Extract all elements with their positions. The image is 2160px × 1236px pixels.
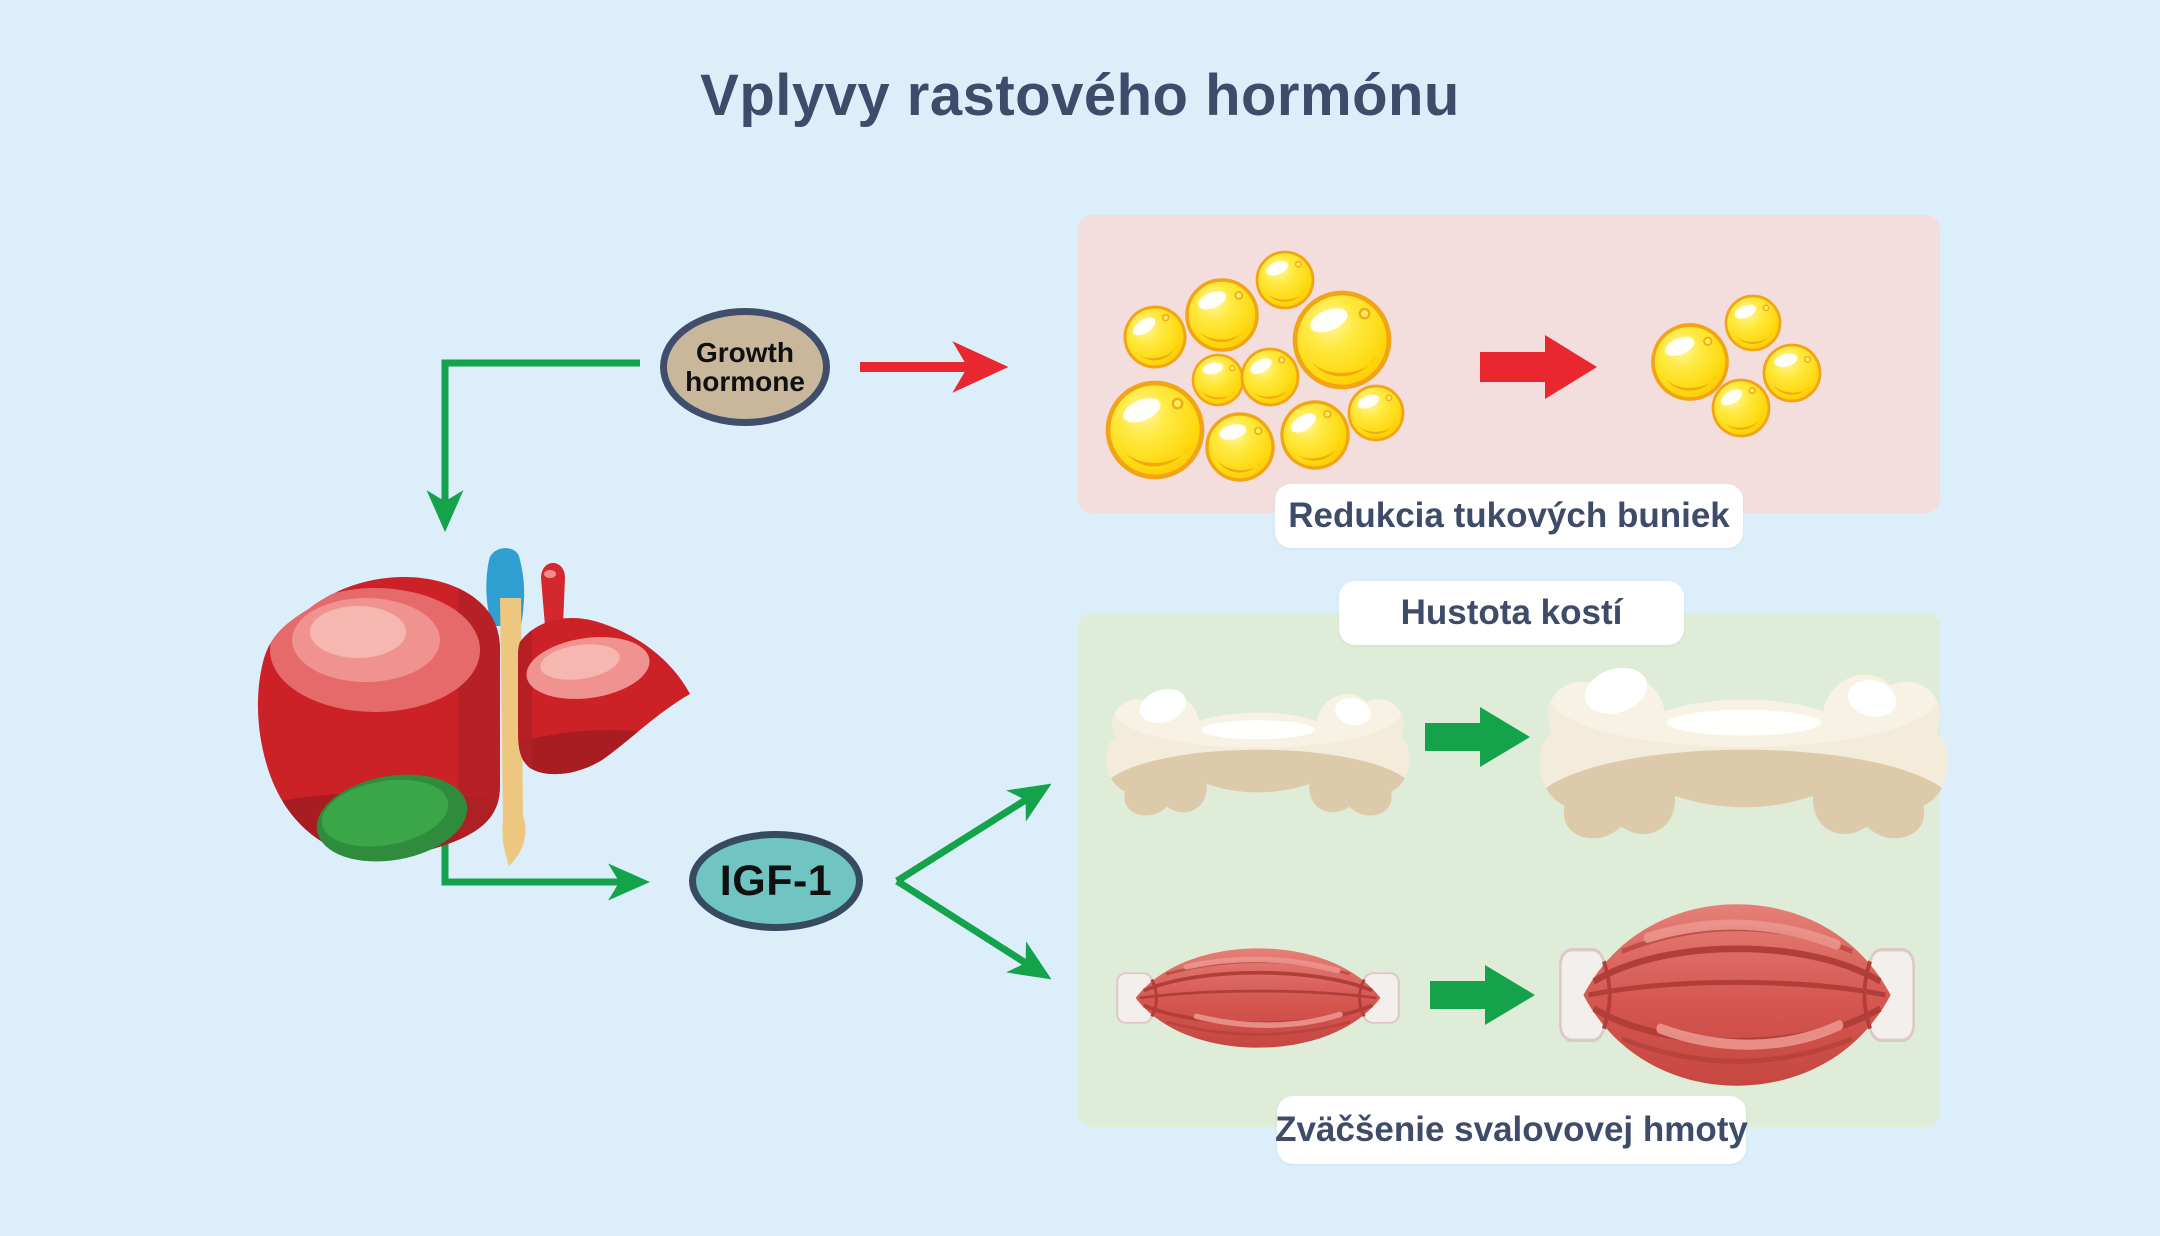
arrow-liver-to-igf1 xyxy=(441,833,651,901)
igf1-node: IGF-1 xyxy=(689,831,863,931)
caption-fat-reduction: Redukcia tukových buniek xyxy=(1275,484,1743,548)
liver-right-lobe xyxy=(518,618,690,775)
igf1-label: IGF-1 xyxy=(719,856,833,905)
arrow-igf1-to-muscle xyxy=(895,878,1052,980)
fat-reduction-panel xyxy=(1078,215,1940,513)
bone-muscle-panel xyxy=(1078,613,1940,1127)
page-title: Vplyvy rastového hormónu xyxy=(700,63,1460,128)
caption-muscle-growth: Zväčšenie svalovovej hmoty xyxy=(1275,1096,1748,1164)
arrow-gh-to-liver xyxy=(426,359,640,533)
liver-illustration xyxy=(257,548,690,866)
caption-bone-density: Hustota kostí xyxy=(1339,581,1684,645)
liver-gallbladder xyxy=(316,774,468,862)
growth-hormone-label: Growth hormone xyxy=(685,336,805,397)
liver-left-lobe xyxy=(257,576,500,858)
liver-bile-duct xyxy=(500,598,526,866)
arrow-igf1-to-bone xyxy=(895,783,1052,884)
liver-hepatic-vessel xyxy=(541,563,565,626)
liver-vena-cava xyxy=(486,548,525,626)
growth-hormone-node: Growth hormone xyxy=(660,308,830,426)
